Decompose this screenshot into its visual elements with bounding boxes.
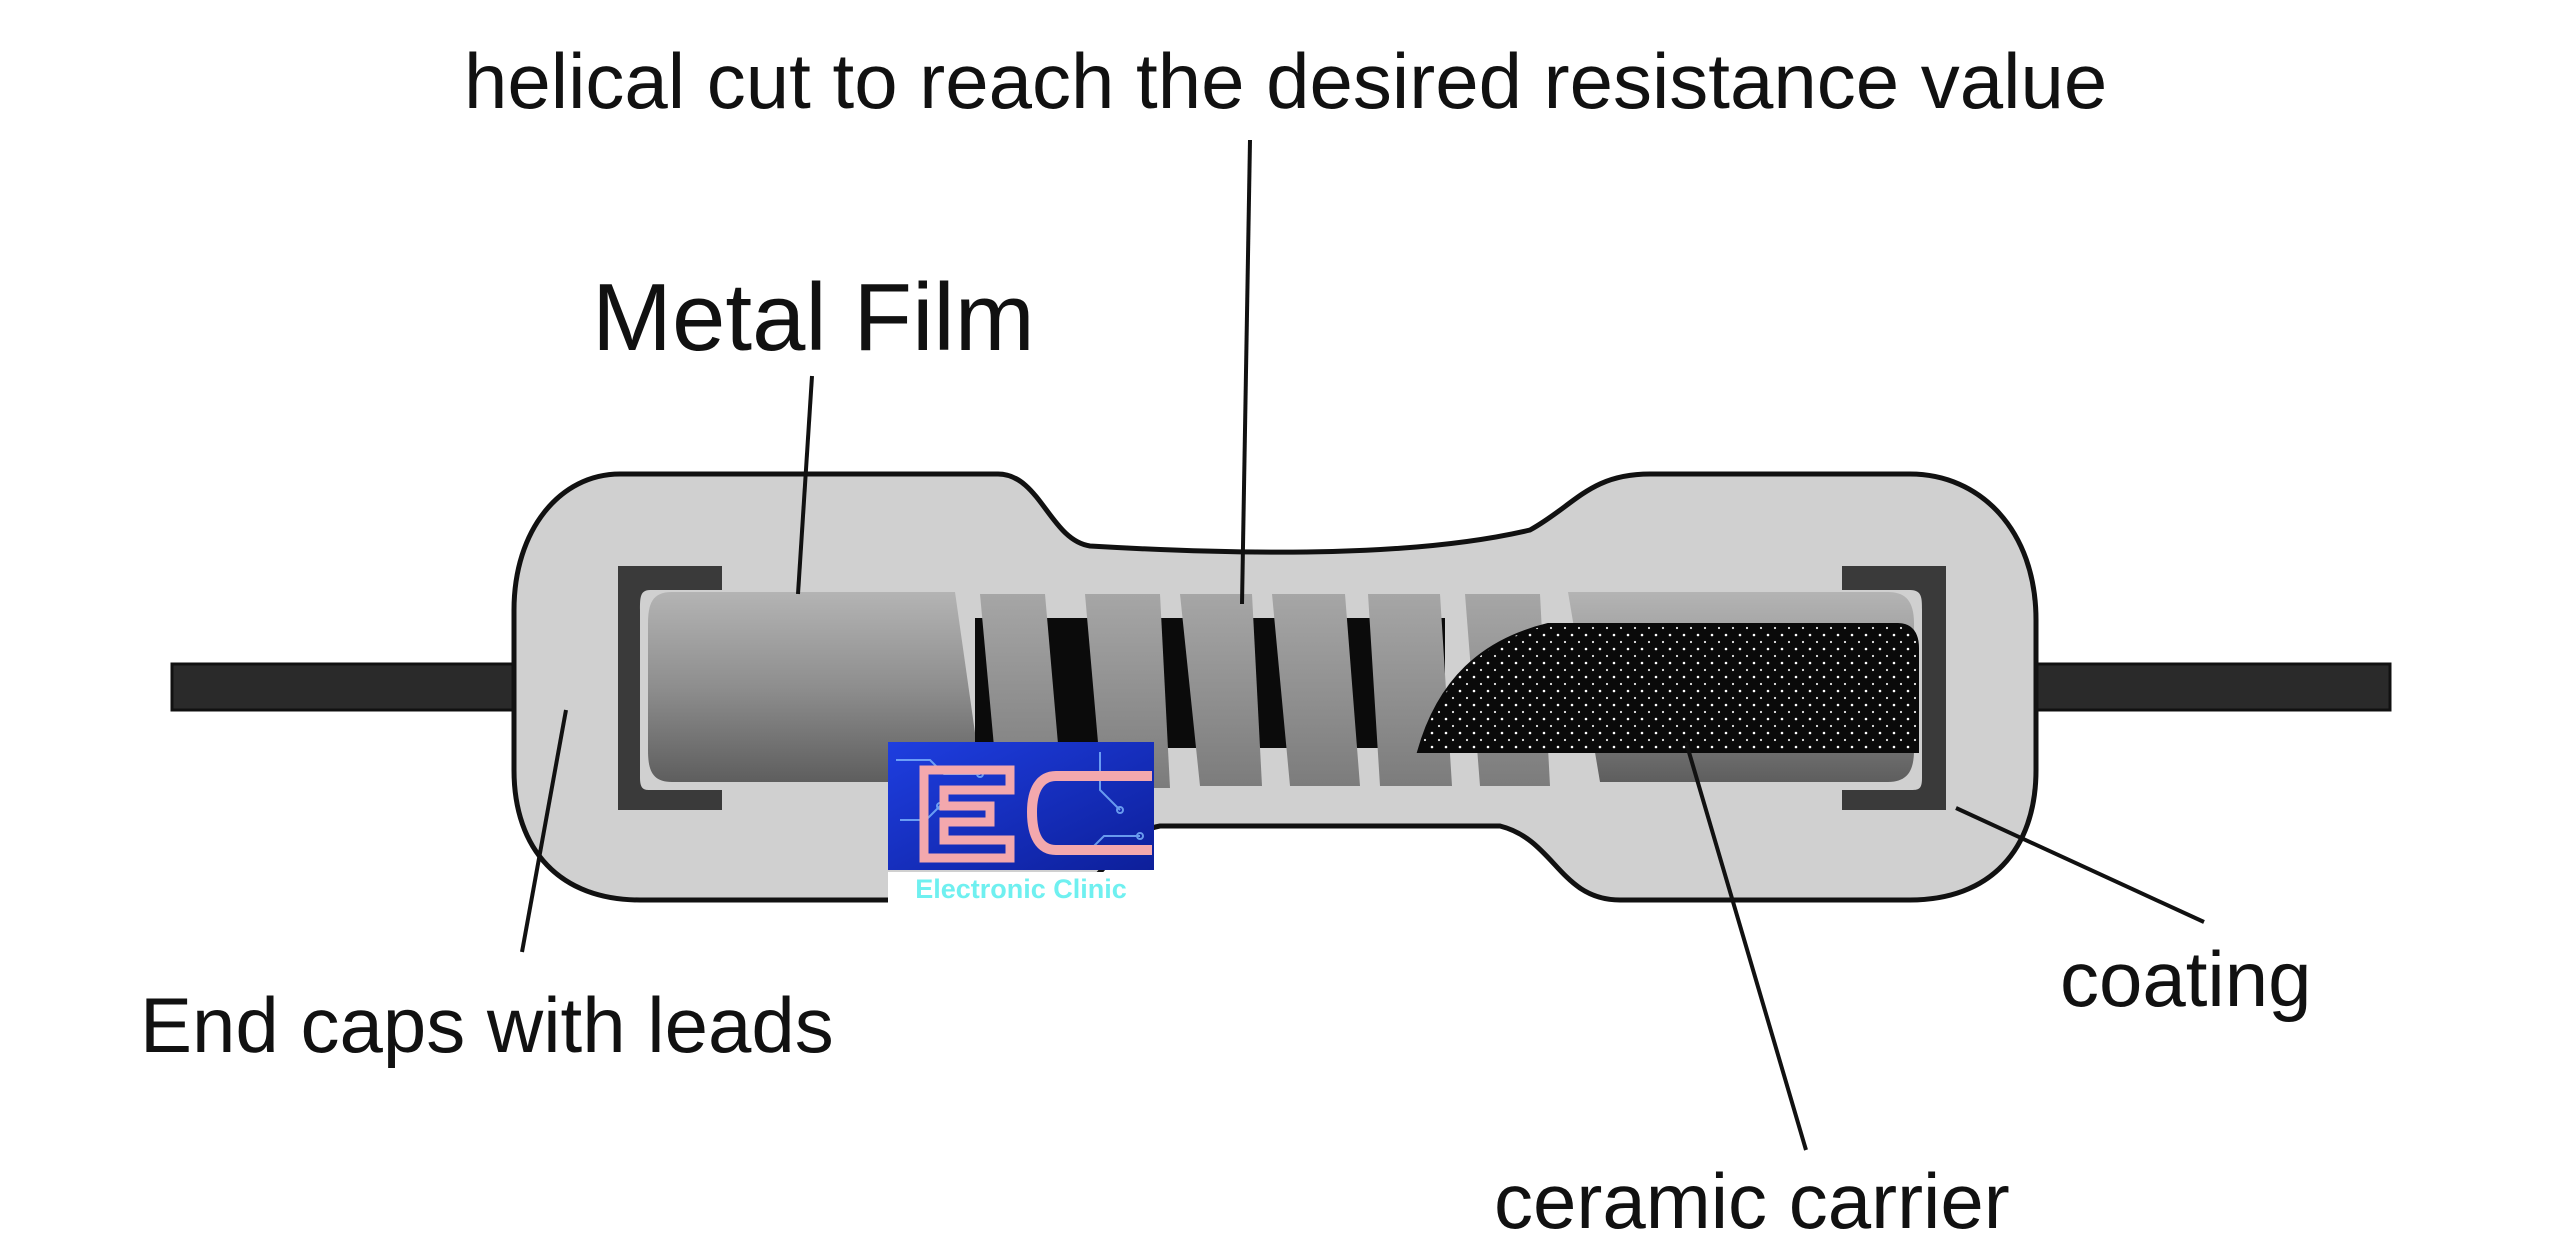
label-helical-cut: helical cut to reach the desired resista… (464, 37, 2107, 125)
label-metal-film: Metal Film (592, 264, 1035, 371)
leader-ceramic-carrier (1684, 741, 1808, 1151)
leader-coating (1955, 806, 2205, 924)
leader-helical-cut (1240, 139, 1252, 605)
ceramic-carrier-cutaway (1416, 623, 1919, 753)
helical-band (1085, 594, 1170, 788)
logo-letter-e (919, 765, 1015, 863)
metal-film-core (648, 592, 982, 782)
label-coating: coating (2060, 935, 2312, 1023)
electronic-clinic-logo: Electronic Clinic (888, 742, 1154, 904)
right-end-cap (1842, 566, 1946, 810)
leader-end-caps (520, 709, 568, 953)
helical-band (1180, 594, 1262, 786)
logo-text: Electronic Clinic (915, 874, 1127, 904)
logo-letter-c (1026, 771, 1152, 855)
helical-band (1368, 594, 1452, 786)
left-end-cap (618, 566, 722, 810)
helical-band (980, 594, 1062, 790)
label-ceramic-carrier: ceramic carrier (1494, 1157, 2010, 1245)
leader-metal-film (796, 375, 814, 595)
helical-band (1272, 594, 1360, 786)
label-end-caps: End caps with leads (140, 981, 834, 1069)
